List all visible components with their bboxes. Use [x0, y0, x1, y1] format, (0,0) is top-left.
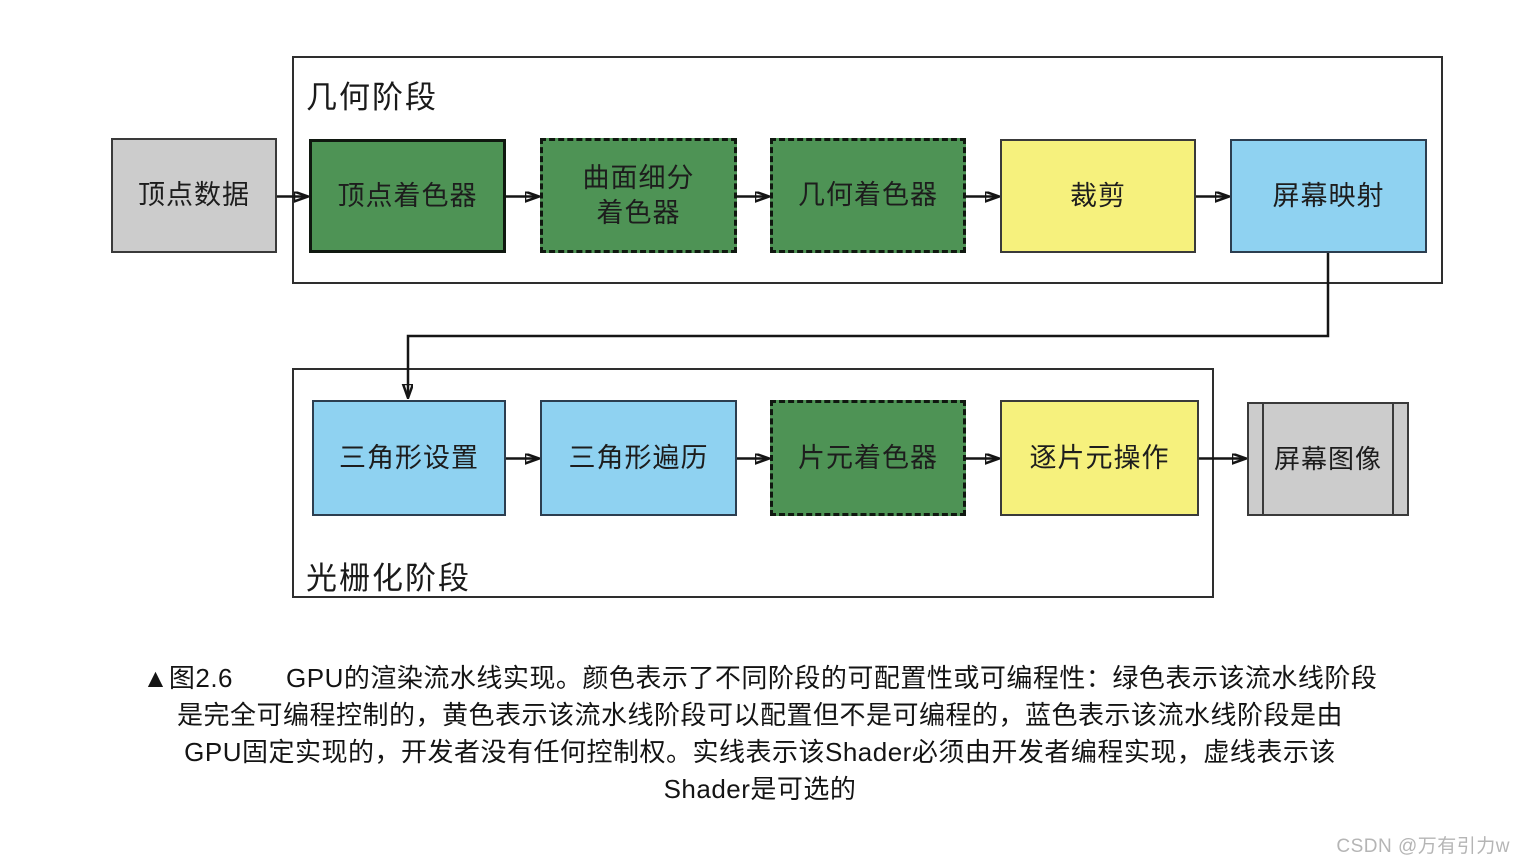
node-per-fragment-operations-label: 逐片元操作 [1029, 442, 1170, 473]
caption-line-3: GPU固定实现的，开发者没有任何控制权。实线表示该Shader必须由开发者编程实… [184, 737, 1336, 767]
node-vertex-shader: 顶点着色器 [309, 139, 506, 253]
node-triangle-setup-label: 三角形设置 [339, 442, 479, 473]
node-triangle-traversal-label: 三角形遍历 [568, 442, 709, 473]
node-geometry-shader-label: 几何着色器 [798, 180, 938, 210]
node-screen-mapping: 屏幕映射 [1230, 139, 1427, 253]
node-vertex-data: 顶点数据 [111, 138, 277, 253]
screen-image-right-strip [1392, 404, 1394, 514]
screen-image-left-strip [1262, 404, 1264, 514]
caption-line-4: Shader是可选的 [663, 774, 857, 804]
node-tessellation-shader-label-line2: 着色器 [596, 197, 681, 228]
node-vertex-data-label: 顶点数据 [138, 180, 250, 210]
node-tessellation-shader-label-line1: 曲面细分 [582, 162, 695, 193]
node-clipping: 裁剪 [1000, 139, 1196, 253]
node-triangle-traversal: 三角形遍历 [540, 400, 737, 516]
node-per-fragment-operations: 逐片元操作 [1000, 400, 1199, 516]
node-triangle-setup: 三角形设置 [312, 400, 506, 516]
node-fragment-shader-label: 片元着色器 [798, 442, 938, 473]
node-geometry-shader: 几何着色器 [770, 138, 966, 253]
node-screen-image-label: 屏幕图像 [1273, 443, 1382, 474]
node-screen-image: 屏幕图像 [1247, 402, 1409, 516]
node-tessellation-shader: 曲面细分 着色器 [540, 138, 737, 253]
rasterization-stage-label: 光栅化阶段 [306, 561, 471, 596]
node-screen-mapping-label: 屏幕映射 [1272, 180, 1385, 211]
csdn-watermark: CSDN @万有引力w [1336, 836, 1510, 857]
caption-line-2: 是完全可编程控制的，黄色表示该流水线阶段可以配置但不是可编程的，蓝色表示该流水线… [176, 700, 1343, 730]
figure-caption: ▲图2.6 GPU的渲染流水线实现。颜色表示了不同阶段的可配置性或可编程性：绿色… [40, 660, 1480, 808]
node-fragment-shader: 片元着色器 [770, 400, 966, 516]
caption-line-1: ▲图2.6 GPU的渲染流水线实现。颜色表示了不同阶段的可配置性或可编程性：绿色… [142, 663, 1378, 693]
node-vertex-shader-label: 顶点着色器 [337, 180, 478, 211]
geometry-stage-label: 几何阶段 [306, 80, 438, 115]
node-clipping-label: 裁剪 [1070, 180, 1126, 211]
